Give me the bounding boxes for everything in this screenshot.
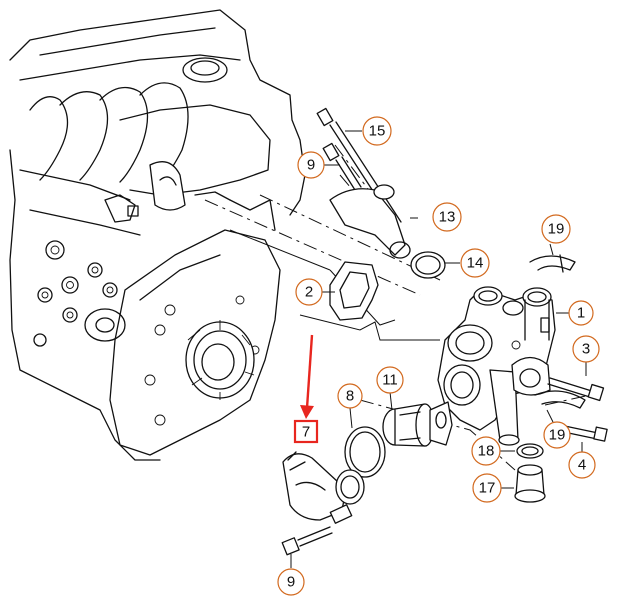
callout-3-label: 3 (582, 341, 590, 358)
callout-8: 8 (337, 383, 363, 409)
callout-4-label: 4 (578, 457, 586, 474)
coolant-housing-1 (437, 286, 556, 446)
callout-1: 1 (568, 300, 594, 326)
retaining-clip-19-upper (529, 254, 576, 273)
highlight-label-7-text: 7 (302, 424, 310, 441)
bolt-9-upper (322, 142, 362, 191)
callout-17-label: 17 (479, 480, 496, 497)
highlight-label-7: 7 (293, 419, 319, 444)
callout-19-upper: 19 (541, 214, 571, 244)
callout-9-upper: 9 (297, 151, 325, 179)
callout-3: 3 (572, 335, 600, 363)
callout-19-lower: 19 (543, 421, 571, 449)
callout-17: 17 (472, 473, 502, 503)
callout-14-label: 14 (467, 255, 484, 272)
coolant-flange-7 (282, 451, 365, 524)
callout-15: 15 (362, 116, 392, 146)
callout-18: 18 (471, 436, 501, 466)
seal-18 (516, 443, 544, 459)
callout-11: 11 (376, 366, 404, 394)
callout-2: 2 (295, 278, 323, 306)
highlight-arrow (300, 334, 314, 419)
retaining-clip-19-lower (534, 390, 586, 409)
o-ring-14 (410, 251, 446, 279)
bolt-9-lower (281, 526, 333, 556)
callout-9-lower-label: 9 (287, 574, 295, 591)
o-ring-8 (344, 426, 386, 478)
callout-13-label: 13 (439, 209, 456, 226)
callout-14: 14 (460, 248, 490, 278)
callout-18-label: 18 (478, 443, 495, 460)
callout-11-label: 11 (382, 372, 398, 389)
callout-15-label: 15 (369, 123, 386, 140)
callout-19-upper-label: 19 (548, 221, 565, 238)
callout-13: 13 (432, 202, 462, 232)
engine-block (9, 9, 306, 461)
coolant-elbow-13 (329, 184, 411, 259)
bolt-3 (547, 377, 605, 402)
plug-17 (514, 464, 546, 503)
callout-1-label: 1 (577, 305, 585, 322)
callout-2-label: 2 (305, 284, 313, 301)
callout-8-label: 8 (346, 388, 354, 405)
thermostat-11 (382, 401, 453, 447)
callout-9-upper-label: 9 (307, 157, 315, 174)
gasket-2 (329, 261, 379, 321)
callout-9-lower: 9 (277, 568, 305, 596)
callout-4: 4 (568, 451, 596, 479)
callout-19-lower-label: 19 (549, 427, 566, 444)
